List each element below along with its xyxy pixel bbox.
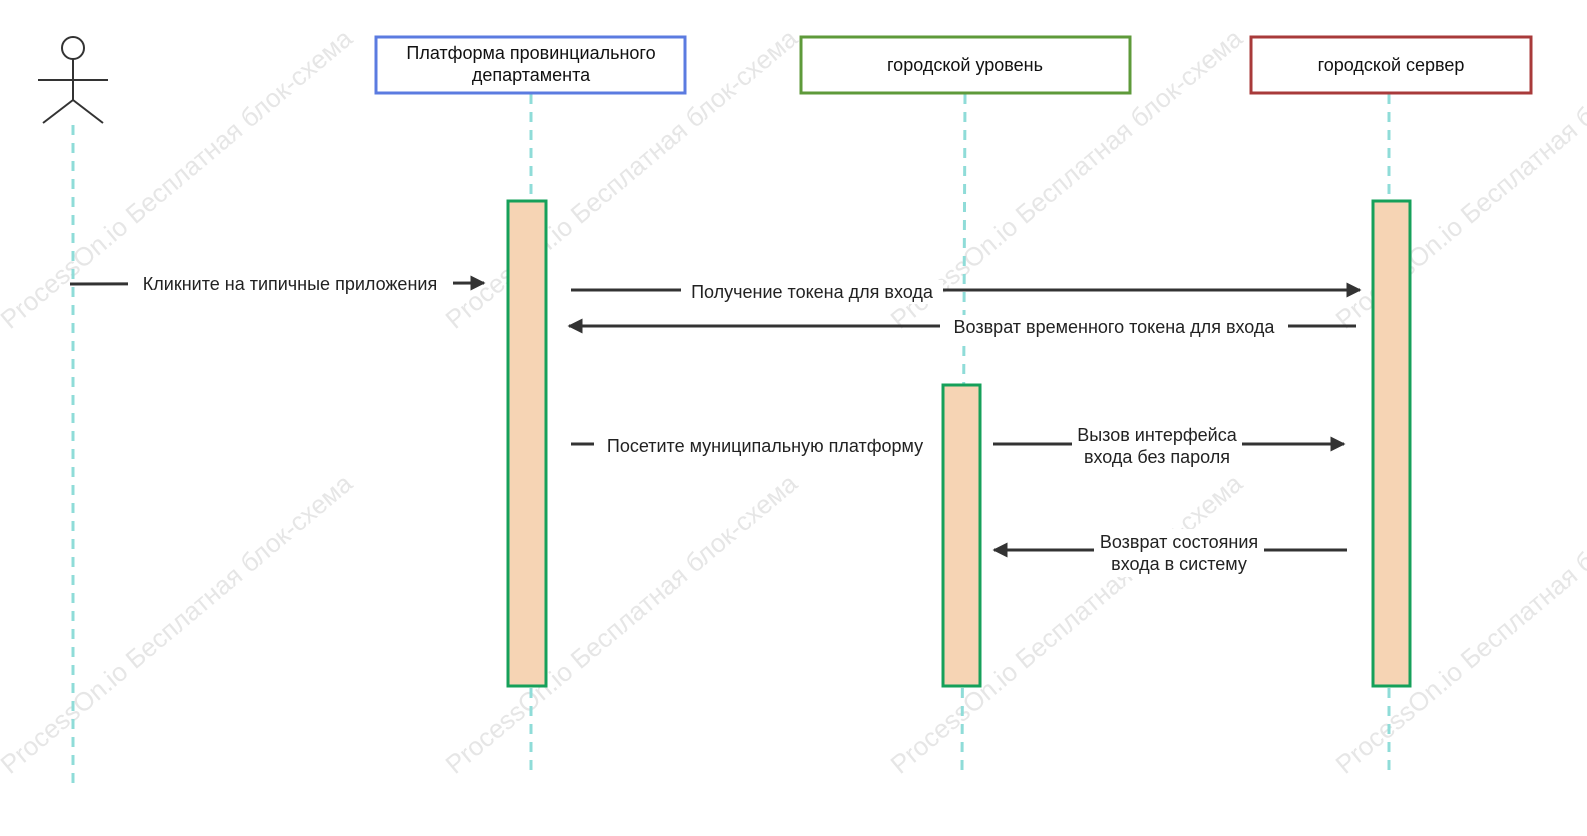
watermark: ProcessOn.io Бесплатная блок-схема — [440, 468, 804, 780]
message-label-bg — [681, 280, 943, 304]
activation-bar-platform[interactable] — [506, 199, 548, 688]
message-label: Получение токена для входа — [691, 282, 934, 302]
message-label-bg — [128, 272, 453, 296]
watermark-layer: ProcessOn.io Бесплатная блок-схема Proce… — [0, 23, 1587, 780]
message-label: Вызов интерфейса — [1077, 425, 1238, 445]
message-return-temp-token[interactable]: Возврат временного токена для входа — [567, 315, 1356, 339]
participant-city-server-box[interactable] — [1249, 35, 1533, 95]
message-label-bg — [594, 434, 936, 458]
activations — [506, 199, 1412, 688]
message-label-bg — [940, 315, 1288, 339]
message-label: Возврат временного токена для входа — [954, 317, 1276, 337]
message-label: входа без пароля — [1084, 447, 1230, 467]
watermark: ProcessOn.io Бесплатная блок-схема — [1330, 468, 1587, 780]
participant-city-server[interactable]: городской сервер — [1249, 35, 1533, 95]
watermark: ProcessOn.io Бесплатная блок-схема — [0, 468, 358, 780]
participant-city-level-label: городской уровень — [887, 55, 1043, 75]
message-label-bg — [1094, 529, 1264, 577]
message-label-bg — [1072, 422, 1242, 470]
participant-platform-label: Платформа провинциального — [406, 43, 655, 63]
messages: Кликните на типичные приложения Получени… — [69, 272, 1362, 577]
watermark: ProcessOn.io Бесплатная блок-схема — [885, 468, 1249, 780]
activation-bar-city-server[interactable] — [1371, 199, 1412, 688]
message-label: Посетите муниципальную платформу — [607, 436, 923, 456]
message-visit-municipal-platform[interactable]: Посетите муниципальную платформу — [571, 434, 936, 458]
participant-city-server-label: городской сервер — [1318, 55, 1465, 75]
message-label: Возврат состояния — [1100, 532, 1258, 552]
activation-bar-city-level[interactable] — [941, 383, 982, 688]
message-click-typical-apps[interactable]: Кликните на типичные приложения — [69, 272, 486, 296]
participant-city-level-box[interactable] — [799, 35, 1132, 95]
participant-platform-box[interactable] — [374, 35, 687, 95]
participant-platform-label: департамента — [472, 65, 591, 85]
stick-figure-actor-icon[interactable] — [38, 36, 108, 124]
message-call-passwordless-login[interactable]: Вызов интерфейса входа без пароля — [993, 422, 1346, 470]
message-get-login-token[interactable]: Получение токена для входа — [571, 280, 1362, 304]
message-label: Кликните на типичные приложения — [143, 274, 437, 294]
message-return-login-status[interactable]: Возврат состояния входа в систему — [992, 529, 1347, 577]
participant-city-level[interactable]: городской уровень — [799, 35, 1132, 95]
participant-platform[interactable]: Платформа провинциального департамента — [374, 35, 687, 95]
message-label: входа в систему — [1111, 554, 1247, 574]
